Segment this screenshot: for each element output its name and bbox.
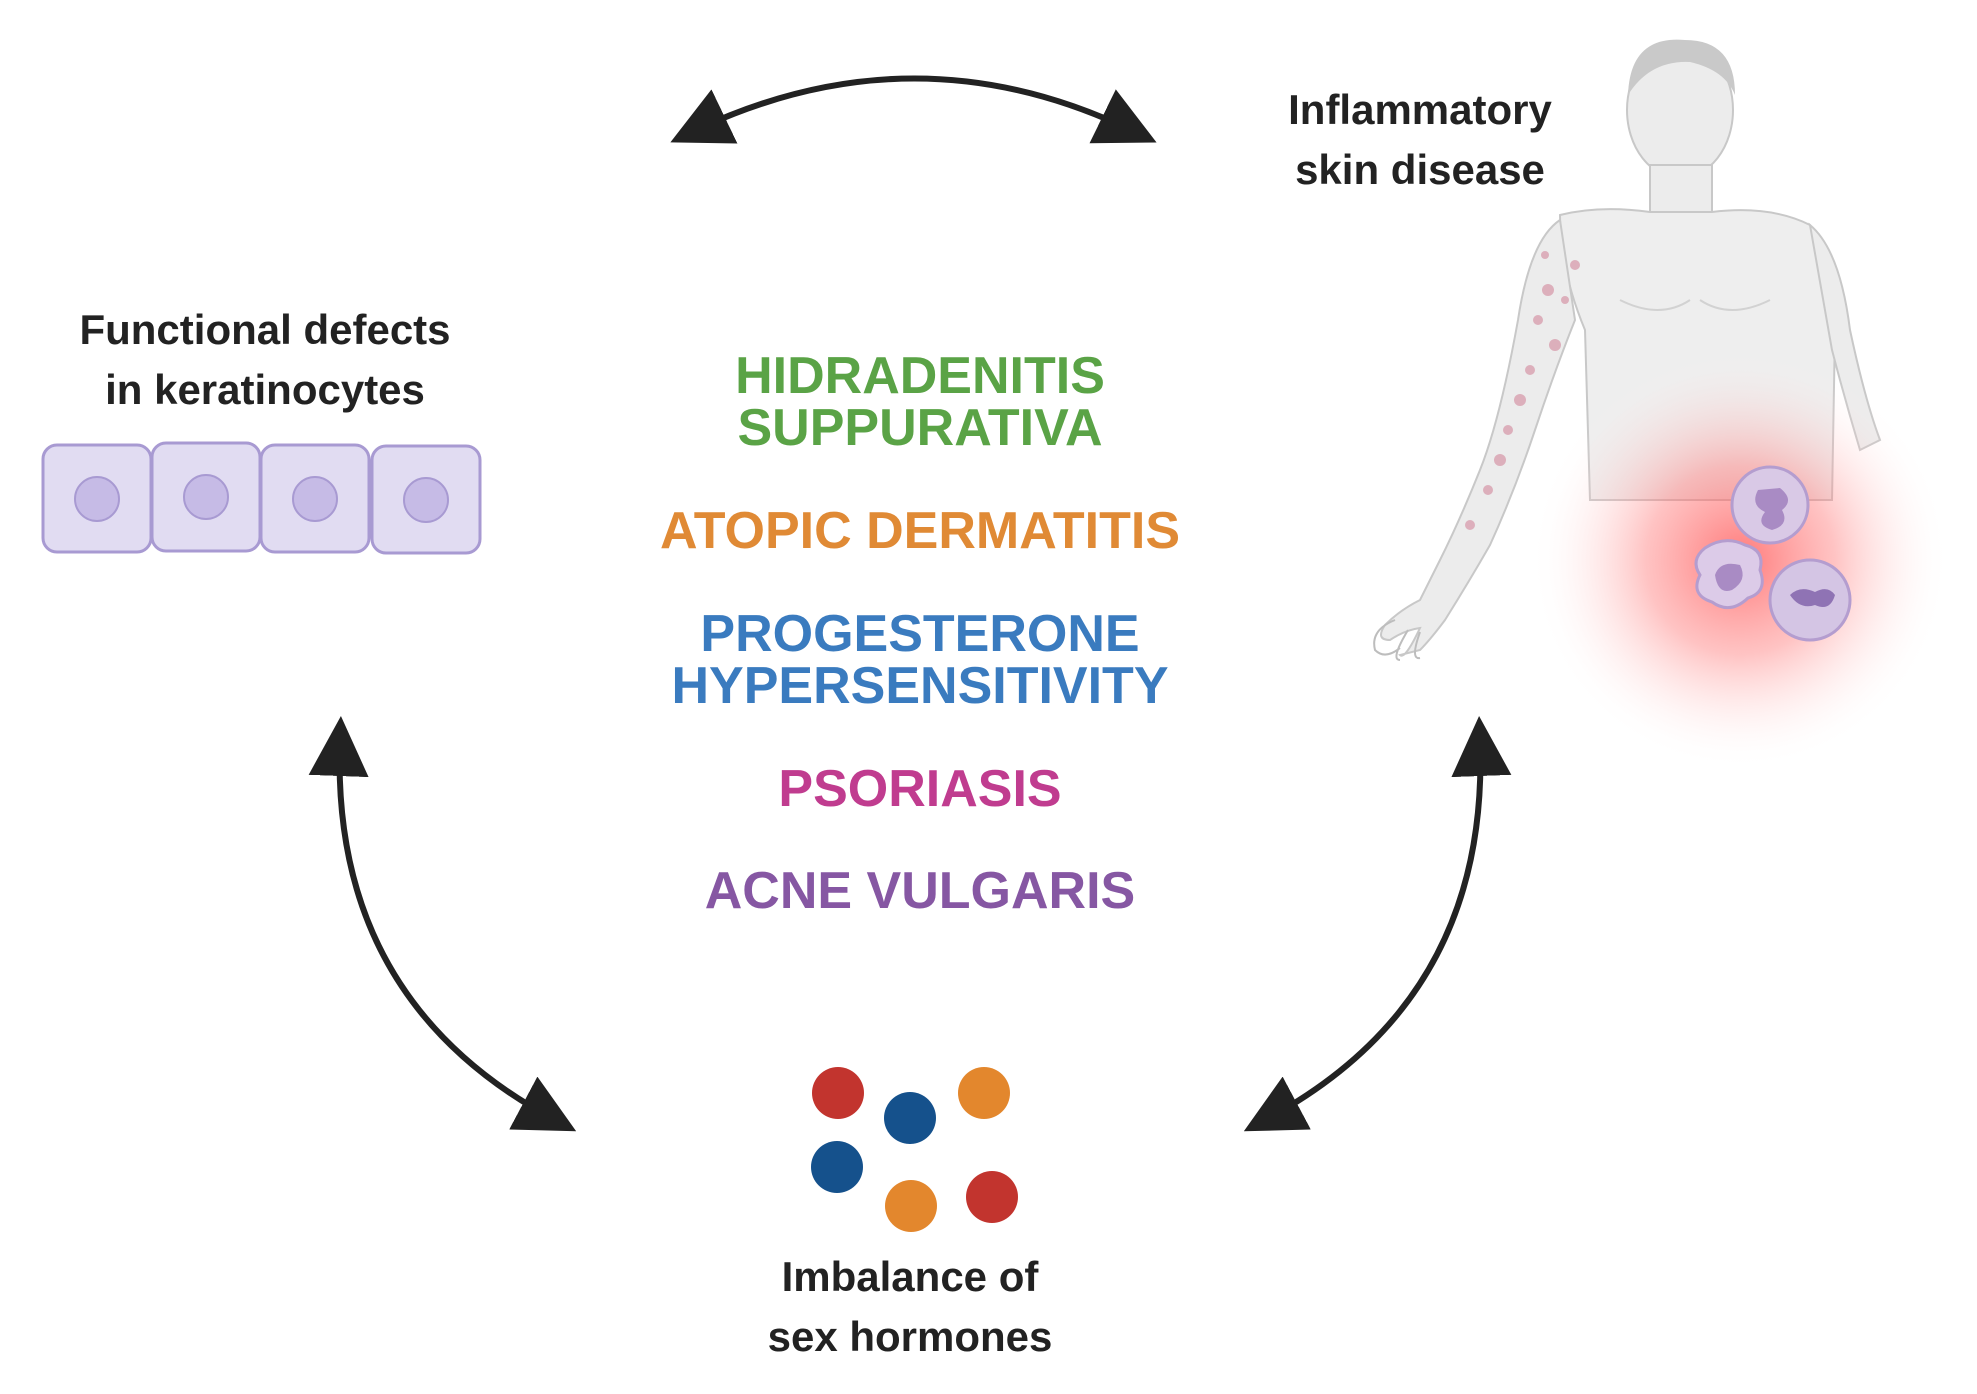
human-body-icon bbox=[1373, 39, 1950, 770]
hormones-label-line1: Imbalance of bbox=[700, 1247, 1120, 1307]
disease-hidradenitis: HIDRADENITIS SUPPURATIVA bbox=[520, 350, 1320, 454]
disease-progesterone-line2: HYPERSENSITIVITY bbox=[671, 657, 1169, 715]
disease-atopic-dermatitis-line1: ATOPIC DERMATITIS bbox=[660, 502, 1180, 560]
arrow-left bbox=[308, 716, 577, 1132]
disease-hidradenitis-line1: HIDRADENITIS bbox=[735, 347, 1105, 405]
arrow-top bbox=[670, 75, 1157, 144]
skin-disease-label-line1: Inflammatory bbox=[1288, 86, 1552, 133]
keratinocytes-label-line1: Functional defects bbox=[79, 306, 451, 353]
skin-disease-label: Inflammatory skin disease bbox=[1240, 80, 1600, 200]
keratinocyte-cells-icon bbox=[41, 441, 482, 555]
hormones-label-word1: Imbalance bbox=[781, 1253, 988, 1300]
arrow-right bbox=[1243, 716, 1512, 1132]
hormones-label-line2: sex hormones bbox=[767, 1313, 1053, 1360]
hormone-dots-icon bbox=[811, 1067, 1018, 1232]
skin-disease-label-line2: skin disease bbox=[1295, 146, 1545, 193]
disease-atopic-dermatitis: ATOPIC DERMATITIS bbox=[520, 505, 1320, 557]
disease-acne-vulgaris-line1: ACNE VULGARIS bbox=[704, 862, 1136, 920]
hormones-label: Imbalance of sex hormones bbox=[700, 1247, 1120, 1367]
keratinocytes-label: Functional defects in keratinocytes bbox=[40, 300, 490, 420]
disease-progesterone-line1: PROGESTERONE bbox=[700, 605, 1140, 663]
disease-acne-vulgaris: ACNE VULGARIS bbox=[520, 865, 1320, 917]
disease-psoriasis-line1: PSORIASIS bbox=[778, 760, 1062, 818]
keratinocytes-label-line2: in keratinocytes bbox=[105, 366, 425, 413]
hormones-label-word2: of bbox=[998, 1253, 1039, 1300]
disease-progesterone: PROGESTERONE HYPERSENSITIVITY bbox=[520, 608, 1320, 712]
disease-hidradenitis-line2: SUPPURATIVA bbox=[737, 399, 1103, 457]
disease-psoriasis: PSORIASIS bbox=[520, 763, 1320, 815]
